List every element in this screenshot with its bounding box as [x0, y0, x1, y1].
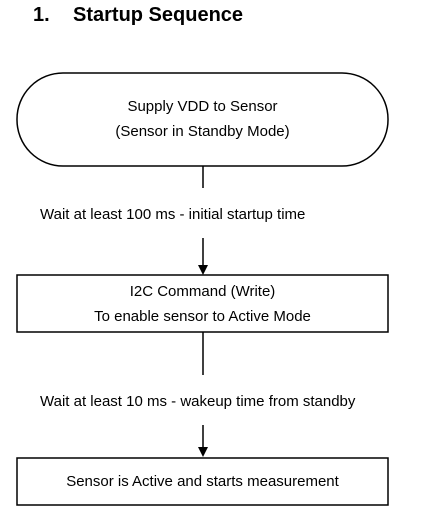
section-number: 1.: [33, 4, 50, 26]
command-node-line-2: To enable sensor to Active Mode: [94, 308, 311, 325]
command-node-line-1: I2C Command (Write): [129, 283, 276, 300]
section-title: Startup Sequence: [73, 4, 244, 26]
start-node-text: Supply VDD to Sensor (Sensor in Standby …: [17, 94, 388, 144]
wait-step-2-label: Wait at least 10 ms - wakeup time from s…: [40, 393, 356, 410]
start-node-line-2: (Sensor in Standby Mode): [115, 123, 290, 140]
command-node-text: I2C Command (Write) To enable sensor to …: [17, 279, 388, 329]
end-node-line-1: Sensor is Active and starts measurement: [66, 473, 339, 490]
end-process-shape: [16, 457, 389, 506]
section-heading: 1. Startup Sequence: [33, 3, 243, 27]
end-node-text: Sensor is Active and starts measurement: [17, 469, 388, 494]
start-node-line-1: Supply VDD to Sensor: [127, 98, 278, 115]
wait-step-1-label: Wait at least 100 ms - initial startup t…: [40, 206, 306, 223]
